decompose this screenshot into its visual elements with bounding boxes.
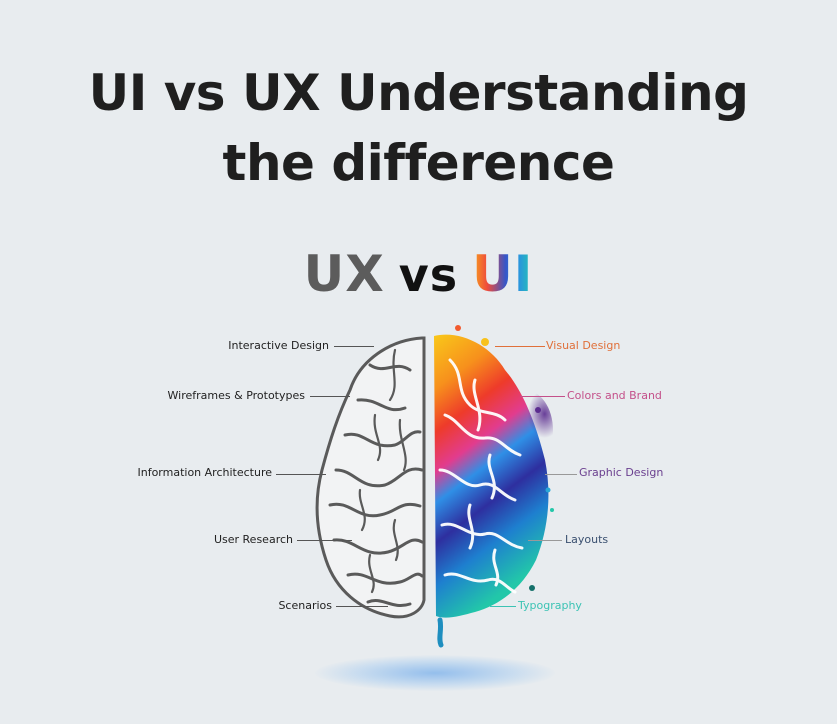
ui-label-layouts: Layouts <box>565 533 609 546</box>
ux-label-scenarios: Scenarios <box>278 599 332 612</box>
ui-label-typography: Typography <box>518 599 582 612</box>
blue-glow-shadow <box>315 655 555 691</box>
ux-label-information-architecture: Information Architecture <box>137 466 272 479</box>
ux-label-wireframes-prototypes: Wireframes & Prototypes <box>167 389 305 402</box>
ui-label-graphic-design: Graphic Design <box>579 466 664 479</box>
ui-label-colors-and-brand: Colors and Brand <box>567 389 662 402</box>
connector-line <box>495 346 545 347</box>
ui-label-visual-design: Visual Design <box>546 339 621 352</box>
connector-line <box>334 346 374 347</box>
connector-line <box>528 540 562 541</box>
page-title: UI vs UX Understanding the difference <box>0 58 837 198</box>
ui-heading: UI <box>472 245 534 303</box>
connector-line <box>490 606 516 607</box>
connector-line <box>276 474 326 475</box>
vs-heading: vs <box>398 248 459 302</box>
ux-label-user-research: User Research <box>213 533 293 546</box>
connector-line <box>336 606 388 607</box>
brain-illustration <box>315 325 554 648</box>
connector-line <box>310 396 350 397</box>
ux-heading: UX <box>303 245 385 303</box>
connector-line <box>297 540 352 541</box>
ux-label-interactive-design: Interactive Design <box>228 339 329 352</box>
ui-brain-hemisphere <box>434 325 554 648</box>
connector-line <box>545 474 577 475</box>
title-line-2: the difference <box>222 134 615 192</box>
ux-brain-hemisphere <box>315 336 426 619</box>
connector-line <box>520 396 565 397</box>
title-line-1: UI vs UX Understanding <box>88 64 749 122</box>
